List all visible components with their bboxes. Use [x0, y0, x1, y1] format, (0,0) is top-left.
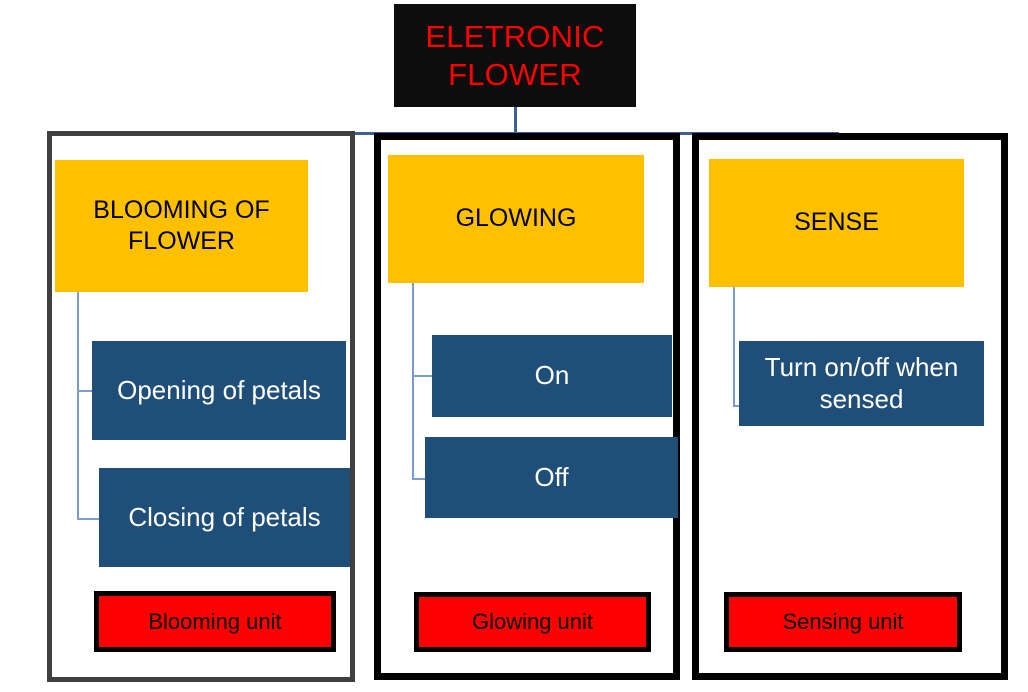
unit-node-blooming-unit-label: Blooming unit [148, 608, 282, 634]
sub-node-on-label: On [534, 360, 570, 391]
head-node-glowing[interactable]: GLOWING [388, 155, 644, 283]
unit-node-blooming-unit[interactable]: Blooming unit [94, 591, 336, 652]
sub-node-off[interactable]: Off [425, 437, 678, 518]
connector-elbow-on [412, 375, 434, 377]
unit-node-glowing-unit-label: Glowing unit [471, 609, 594, 634]
unit-node-glowing-unit[interactable]: Glowing unit [414, 592, 651, 652]
sub-node-on[interactable]: On [432, 335, 672, 417]
connector-elbow-turn-on-off-when-sensed [733, 405, 742, 407]
head-node-sense[interactable]: SENSE [709, 159, 964, 287]
unit-node-sensing-unit-label: Sensing unit [782, 609, 904, 634]
sub-node-turn-on-off-when-sensed-label: Turn on/off when sensed [764, 351, 959, 414]
connector-elbow-opening-of-petals [77, 390, 94, 392]
sub-node-turn-on-off-when-sensed[interactable]: Turn on/off when sensed [739, 341, 984, 426]
connector-spine-sense [733, 287, 735, 407]
connector-elbow-off [412, 478, 427, 480]
connector-root-stem [514, 107, 517, 135]
connector-spine-blooming [77, 292, 79, 520]
sub-node-closing-of-petals-label: Closing of petals [128, 501, 321, 532]
sub-node-closing-of-petals[interactable]: Closing of petals [99, 468, 350, 567]
unit-node-sensing-unit[interactable]: Sensing unit [724, 592, 962, 652]
head-node-glowing-label: GLOWING [455, 204, 577, 233]
head-node-sense-label: SENSE [794, 208, 879, 237]
connector-spine-glowing [412, 283, 414, 480]
sub-node-off-label: Off [534, 461, 569, 492]
connector-elbow-closing-of-petals [77, 518, 101, 520]
sub-node-opening-of-petals[interactable]: Opening of petals [92, 341, 346, 440]
sub-node-opening-of-petals-label: Opening of petals [117, 374, 321, 405]
